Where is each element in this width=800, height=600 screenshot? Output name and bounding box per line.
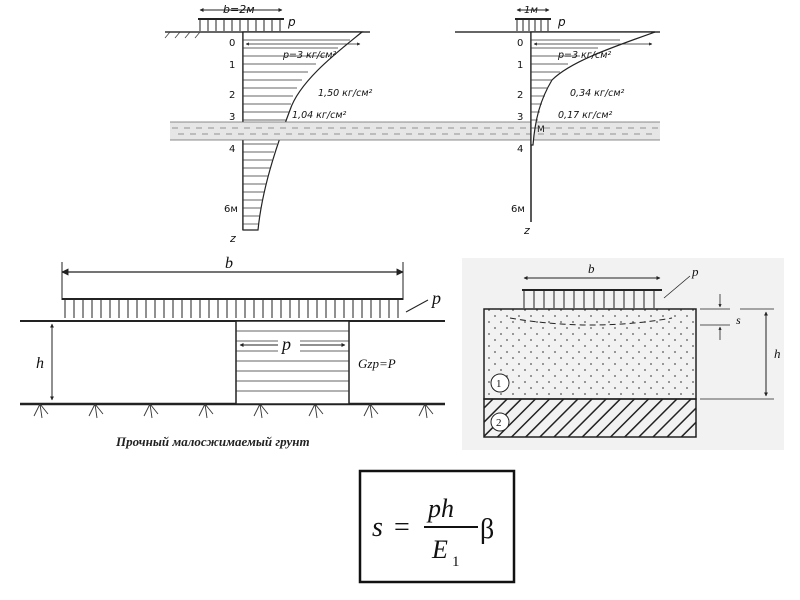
load-label: p [287, 15, 296, 29]
depth-tick-0-right: 0 [517, 38, 523, 49]
soil-layer-2 [483, 398, 697, 438]
point-m-label: M [537, 125, 545, 135]
formula-equals: = [394, 512, 410, 543]
load-bar-right [515, 18, 551, 20]
stress-diagram-narrow-footing: 1м p p=3 кг/см² 0,34 кг/см² 0,17 кг/см² … [455, 5, 660, 237]
h-label-right: h [774, 346, 781, 361]
formula-lhs: s [372, 512, 383, 543]
compressible-layer-diagram: b p [20, 255, 445, 449]
p-label-right: p=3 кг/см² [557, 50, 611, 61]
epure-hatching-right [531, 39, 620, 129]
depth-tick-3-right: 3 [517, 112, 523, 123]
rock-caption: Прочный малосжимаемый грунт [115, 434, 310, 449]
layer-2-label: 2 [496, 417, 502, 429]
depth-tick-1: 1 [229, 60, 235, 71]
load-label-layered: p [691, 264, 699, 279]
layer-1-label: 1 [496, 378, 502, 390]
layered-soil-diagram: b p 1 2 s h [462, 258, 784, 450]
z-label-right: z [523, 224, 530, 237]
layer-2-marker [490, 412, 510, 432]
s-label: s [736, 313, 741, 327]
load-arrows-right [516, 20, 549, 31]
formula-subscript: 1 [452, 554, 460, 570]
load-arrows [199, 20, 281, 31]
width-b-label-right: b [588, 261, 595, 276]
depth-tick-6: 6м [224, 204, 238, 215]
settlement-formula: s = ph E 1 β [358, 469, 516, 584]
depth-tick-2: 2 [229, 90, 235, 101]
stress-low-label: 1,04 кг/см² [292, 110, 346, 121]
rock-roots [33, 403, 434, 419]
h-label: h [36, 355, 44, 372]
stress-epure [242, 31, 364, 231]
uniform-load-bar [62, 298, 403, 300]
depth-tick-6-right: 6м [511, 204, 525, 215]
load-arrows-layered [523, 291, 655, 308]
uniform-load-label: p [430, 288, 441, 308]
width-label: b=2м [223, 3, 255, 16]
formula-factor: β [480, 514, 494, 545]
depth-tick-1-right: 1 [517, 60, 523, 71]
stress-mid-label-right: 0,34 кг/см² [570, 88, 624, 99]
load-label-right: p [557, 15, 566, 29]
width-label-right: 1м [524, 5, 538, 16]
stress-equality-label: Gzp=P [358, 356, 396, 371]
width-b-label: b [225, 255, 233, 272]
stress-mid-label: 1,50 кг/см² [318, 88, 372, 99]
depth-tick-3: 3 [229, 112, 235, 123]
groundwater-band [170, 121, 660, 141]
z-label: z [229, 232, 236, 245]
stress-column [235, 320, 350, 405]
uniform-load-arrows [64, 300, 399, 318]
stress-p-label: p [280, 334, 291, 354]
settled-surface [509, 317, 673, 326]
depth-tick-4-right: 4 [517, 144, 523, 155]
formula-numerator: ph [426, 494, 454, 523]
depth-tick-0: 0 [229, 38, 235, 49]
layer-1-marker [490, 373, 510, 393]
depth-tick-4: 4 [229, 144, 235, 155]
soil-layer-1 [483, 308, 697, 400]
depth-tick-2-right: 2 [517, 90, 523, 101]
load-bar [198, 18, 284, 20]
formula-denominator: E [431, 535, 448, 564]
stress-low-label-right: 0,17 кг/см² [558, 110, 612, 121]
p-label: p=3 кг/см² [282, 50, 336, 61]
